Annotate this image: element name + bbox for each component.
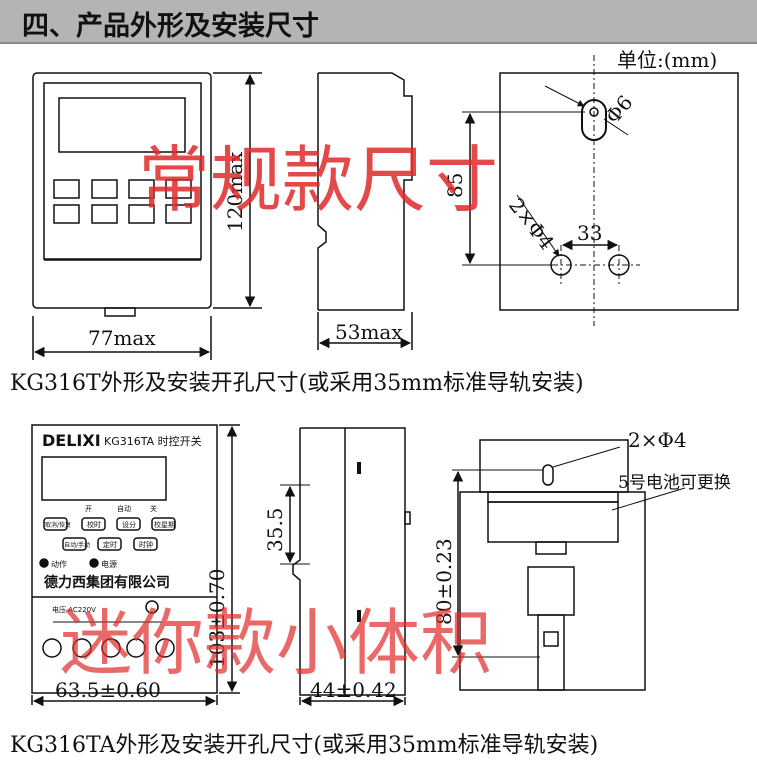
lcd-label-off: 关 <box>150 504 157 513</box>
model-label: KG316TA 时控开关 <box>104 434 202 448</box>
top-spacing-v-label: 85 <box>443 173 467 198</box>
top-mount-view <box>462 55 739 326</box>
unit-label: 单位:(mm) <box>617 48 718 72</box>
top-height-label: 120max <box>223 151 247 232</box>
top-front-view <box>32 72 212 317</box>
bottom-holes-label: 2×Φ4 <box>628 428 687 452</box>
bottom-front-view <box>31 424 218 694</box>
top-watermark: 常规款尺寸 <box>138 138 498 222</box>
lcd-label-auto: 自动 <box>117 504 131 513</box>
bottom-caption: KG316TA外形及安装开孔尺寸(或采用35mm标准导轨安装) <box>10 733 599 758</box>
top-side-view <box>317 72 413 311</box>
bottom-width-label: 63.5±0.60 <box>55 678 161 702</box>
btn-cancel: 取消/恢复 <box>45 521 71 529</box>
terminal-screws <box>42 638 175 658</box>
bottom-rail-label: 35.5 <box>263 507 287 552</box>
bottom-spacing-label: 80±0.23 <box>432 538 456 625</box>
btn-timer: 定时 <box>103 540 117 549</box>
bottom-depth-label: 44±0.42 <box>310 678 397 702</box>
bottom-height-label: 103±0.70 <box>205 569 229 668</box>
top-holes-label: 2×Φ4 <box>504 193 559 254</box>
top-dim-depth <box>317 312 413 350</box>
section-header: 四、产品外形及安装尺寸 <box>0 0 757 44</box>
bottom-side-view <box>292 427 411 696</box>
btn-clock: 时钟 <box>139 540 153 549</box>
top-keypad <box>53 179 192 224</box>
top-depth-label: 53max <box>335 320 403 344</box>
btn-set-time: 校时 <box>87 520 101 529</box>
battery-note: 5号电池可更换 <box>618 473 731 493</box>
indicator-action: 动作 <box>51 559 67 569</box>
top-width-label: 77max <box>88 326 156 350</box>
brand-logo: DELIXI <box>42 431 101 450</box>
btn-set-week: 校星期 <box>154 520 175 529</box>
bottom-dim-rail <box>280 484 310 565</box>
bottom-dim-depth <box>299 695 406 707</box>
bottom-dim-width <box>31 695 218 707</box>
bottom-watermark: 迷你款小体积 <box>60 601 492 685</box>
top-spacing-h-label: 33 <box>577 221 602 245</box>
indicator-power: 电源 <box>101 559 117 569</box>
voltage-label: 电压 AC220V <box>52 605 96 614</box>
top-dim-width <box>32 316 212 360</box>
top-caption: KG316T外形及安装开孔尺寸(或采用35mm标准导轨安装) <box>10 371 584 396</box>
btn-auto-manual: 自动/手动 <box>64 541 90 549</box>
lcd-label-on: 开 <box>85 505 92 513</box>
bottom-keypad <box>43 517 176 551</box>
btn-set-min: 设分 <box>122 520 136 529</box>
company-label: 德力西集团有限公司 <box>44 574 170 591</box>
section-title: 四、产品外形及安装尺寸 <box>22 11 319 42</box>
bottom-dim-height <box>219 424 240 694</box>
top-dim-height <box>213 72 262 309</box>
bottom-back-view <box>452 439 686 691</box>
